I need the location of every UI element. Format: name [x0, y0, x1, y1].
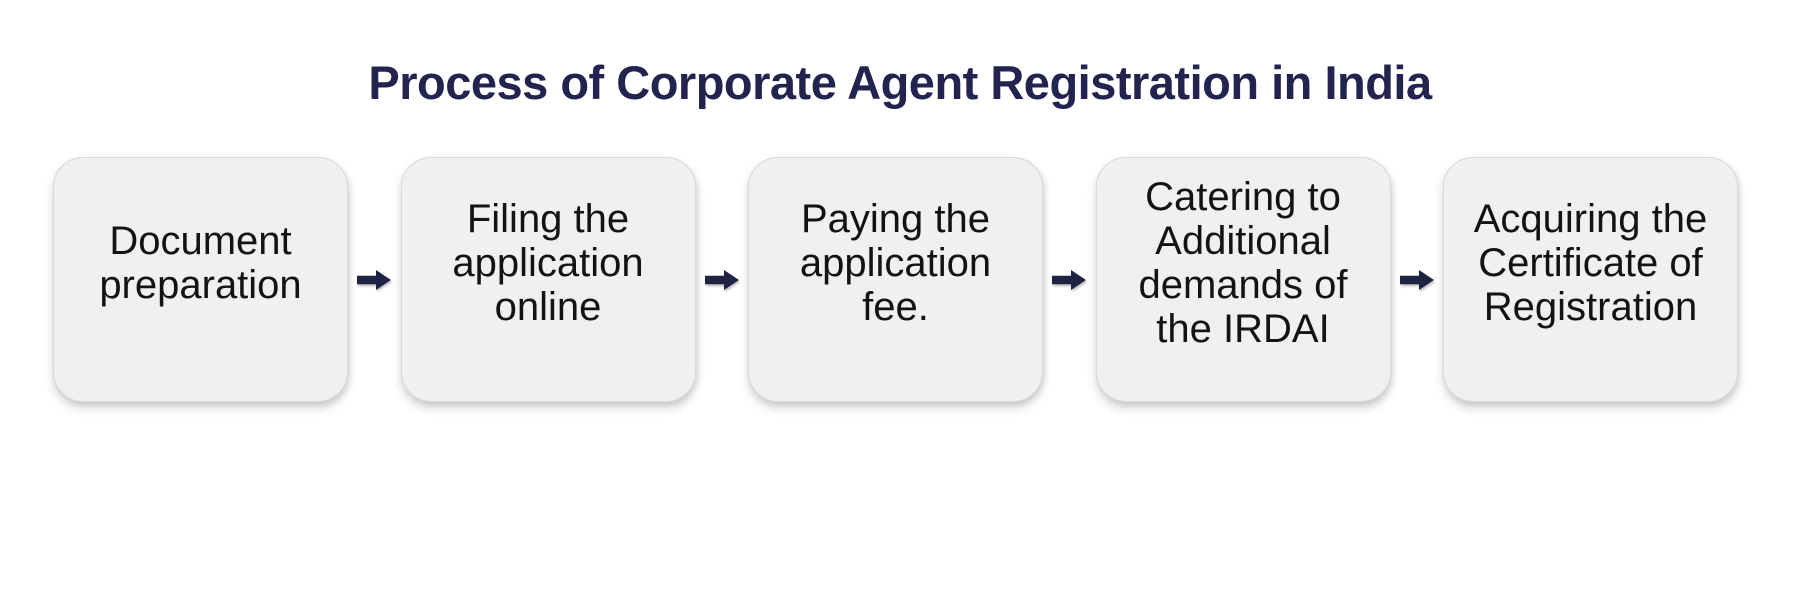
step-label-line: Registration — [1483, 284, 1698, 329]
step-label-line: demands of — [1138, 262, 1348, 307]
right-arrow-icon — [1399, 269, 1434, 290]
step-label-line: Certificate of — [1478, 240, 1703, 285]
step-label-line: application — [799, 240, 992, 285]
step-label-line: Acquiring the — [1473, 196, 1708, 241]
right-arrow-icon — [357, 269, 392, 290]
step-label-line: Catering to — [1145, 174, 1341, 219]
step-label-line: Additional — [1155, 218, 1331, 263]
page-title: Process of Corporate Agent Registration … — [368, 56, 1432, 109]
step-label-line: Document — [109, 218, 292, 263]
step-label-line: fee. — [862, 284, 929, 329]
step-label-line: application — [452, 240, 644, 285]
step-label-line: preparation — [99, 262, 302, 307]
right-arrow-icon — [1052, 269, 1087, 290]
flowchart-infographic: Process of Corporate Agent Registration … — [0, 57, 1800, 596]
step-label-line: Paying the — [800, 196, 991, 241]
step-label-line: online — [494, 284, 602, 329]
step-label-line: Filing the — [466, 196, 630, 241]
step-label-line: the IRDAI — [1156, 306, 1330, 351]
right-arrow-icon — [704, 269, 739, 290]
